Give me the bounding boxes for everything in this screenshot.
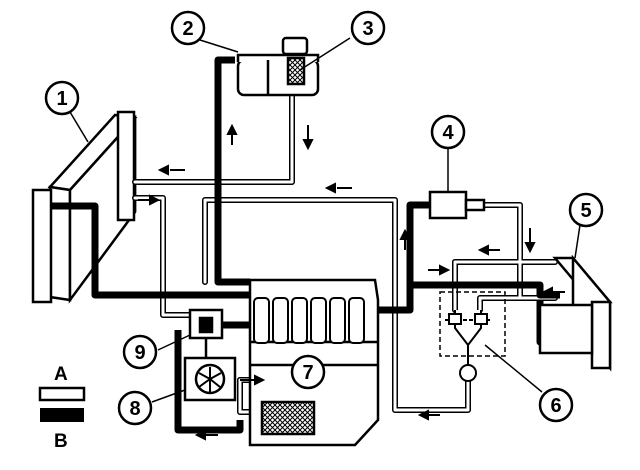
svg-text:4: 4 — [442, 122, 454, 144]
callout-8: 8 — [117, 390, 153, 426]
control-valve-block — [439, 291, 506, 382]
callout-7: 7 — [290, 354, 326, 390]
throttle-heater — [428, 190, 486, 220]
water-pump — [183, 356, 237, 402]
svg-text:5: 5 — [580, 200, 591, 222]
legend-a-swatch — [38, 386, 86, 402]
thick-hoses — [50, 56, 568, 434]
callout-leaders — [69, 37, 581, 403]
svg-text:3: 3 — [362, 18, 373, 40]
svg-text:A: A — [54, 364, 68, 385]
heater-core — [538, 254, 613, 372]
svg-text:1: 1 — [56, 88, 67, 110]
callout-6: 6 — [538, 387, 574, 423]
svg-text:9: 9 — [134, 342, 145, 364]
svg-text:6: 6 — [550, 395, 561, 417]
legend: A B — [38, 364, 86, 452]
svg-text:2: 2 — [182, 18, 193, 40]
callout-3: 3 — [350, 10, 386, 46]
callout-1: 1 — [44, 80, 80, 116]
legend-b-swatch — [40, 408, 84, 422]
thin-hoses — [132, 77, 558, 415]
legend-a: A — [38, 364, 86, 402]
expansion-tank — [236, 36, 320, 97]
callout-4: 4 — [430, 114, 466, 150]
legend-b: B — [40, 408, 84, 452]
callout-9: 9 — [122, 334, 158, 370]
svg-text:7: 7 — [302, 362, 313, 384]
radiator — [31, 110, 138, 304]
callout-2: 2 — [170, 10, 206, 46]
svg-text:B: B — [54, 431, 68, 452]
callout-5: 5 — [568, 192, 604, 228]
svg-text:8: 8 — [129, 398, 140, 420]
heater-valve — [188, 308, 224, 358]
flow-arrows — [138, 123, 565, 441]
